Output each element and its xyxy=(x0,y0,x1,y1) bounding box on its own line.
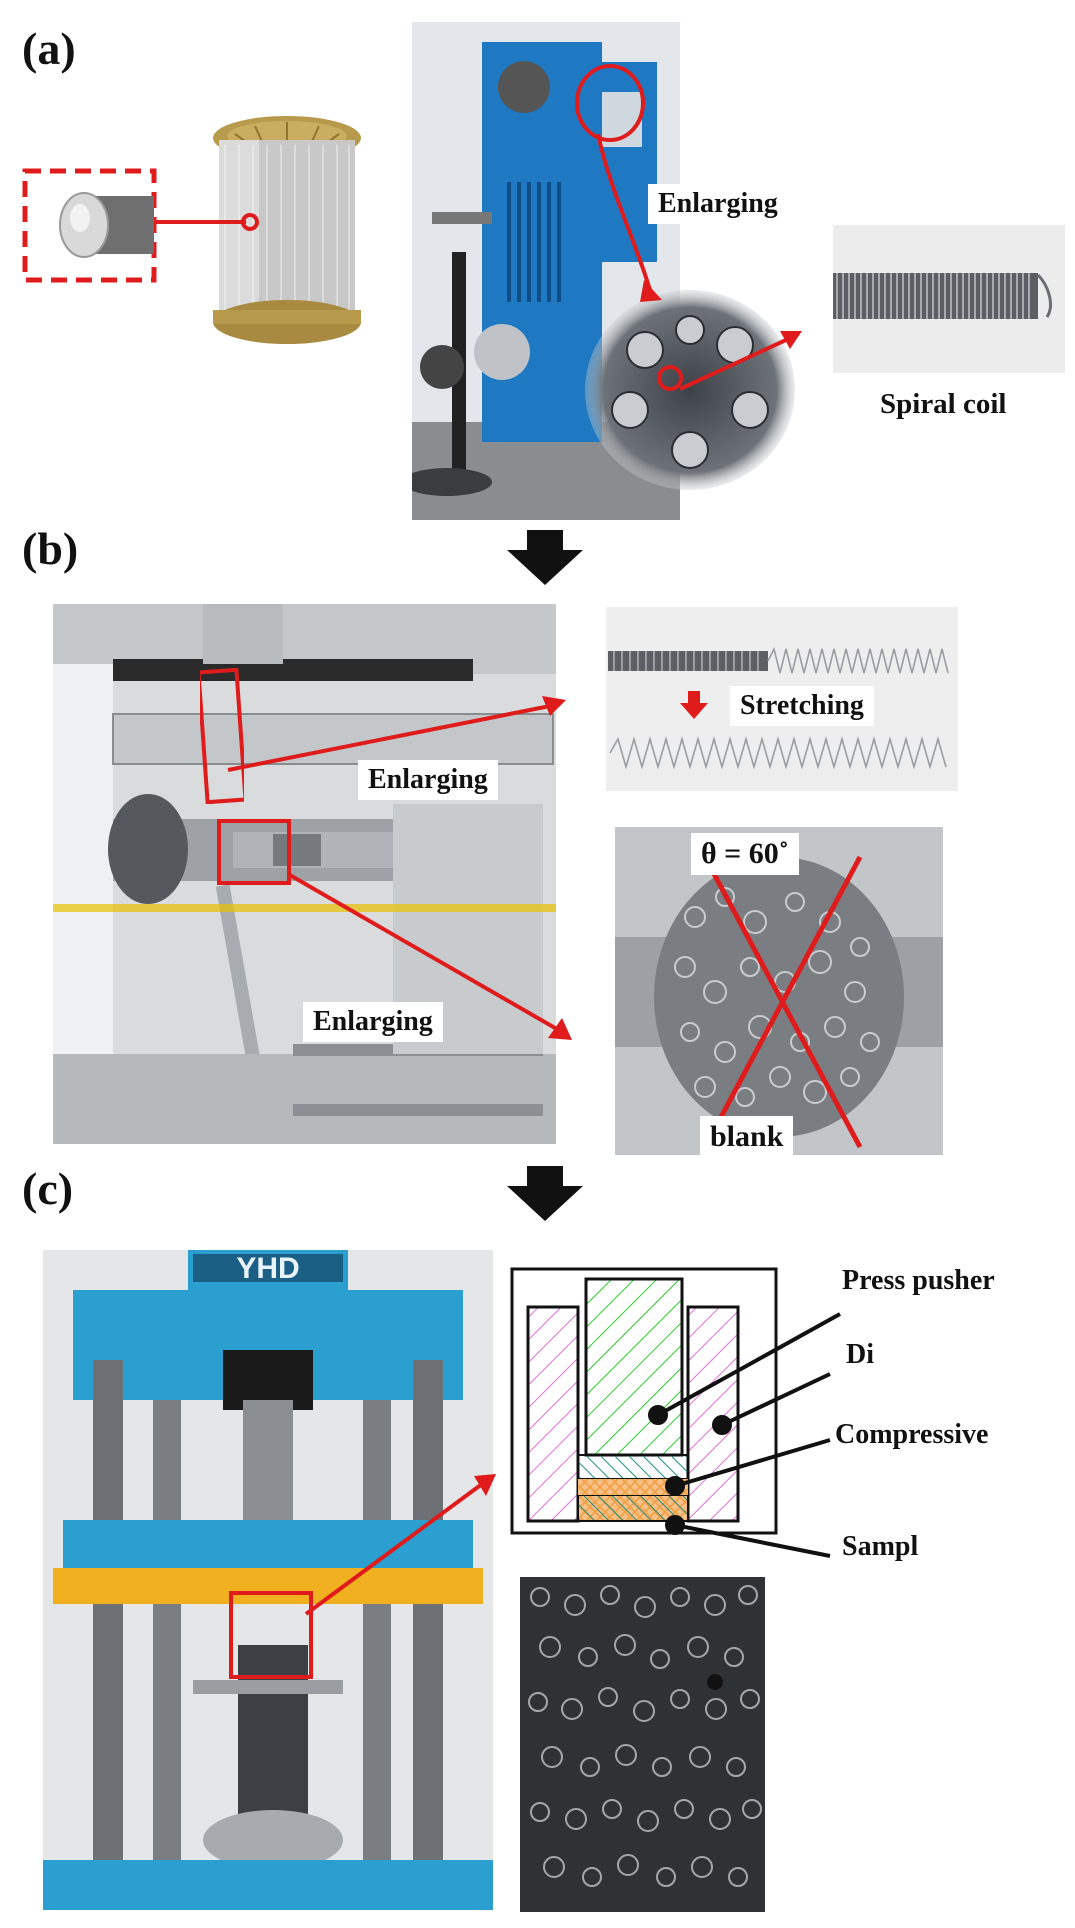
highlight-box-die xyxy=(229,1591,313,1679)
arrow-to-blank xyxy=(287,872,572,1040)
wire-end-closeup xyxy=(22,168,157,283)
coiler-tooling-zoom xyxy=(585,290,795,490)
panel-label-c: (c) xyxy=(22,1163,74,1214)
press-nameplate: YHD xyxy=(236,1252,299,1285)
spiral-coil-photo xyxy=(833,225,1065,373)
label-die: Di xyxy=(846,1339,874,1370)
sample-photo xyxy=(520,1577,765,1912)
label-blank: blank xyxy=(700,1116,794,1158)
label-enlarging-a: Enlarging xyxy=(648,184,788,224)
label-stretching: Stretching xyxy=(730,686,874,726)
flow-arrow-b-to-c xyxy=(507,1166,583,1221)
hydraulic-press-photo: YHD xyxy=(43,1250,493,1910)
arrow-to-spiral-coil xyxy=(679,331,802,391)
label-sample: Sampl xyxy=(842,1531,919,1562)
stretching-machine-photo xyxy=(53,604,556,1144)
arrow-to-stretching xyxy=(227,696,566,772)
arrow-zoom-tooling xyxy=(596,133,662,302)
label-compressive: Compressive xyxy=(835,1419,989,1450)
panel-label-a: (a) xyxy=(22,23,76,74)
blank-photo xyxy=(615,827,943,1155)
label-theta: θ = 60˚ xyxy=(691,833,799,875)
wire-spool-photo xyxy=(205,110,370,350)
label-enlarging-b-top: Enlarging xyxy=(358,760,498,800)
label-press-pusher: Press pusher xyxy=(842,1265,995,1296)
schematic-callouts xyxy=(648,1312,841,1558)
stretching-photo xyxy=(606,607,958,791)
panel-label-b: (b) xyxy=(22,523,79,574)
highlight-box-coil-feed xyxy=(200,668,244,804)
wire-connector-arrow xyxy=(154,213,259,231)
label-enlarging-b-bottom: Enlarging xyxy=(303,1002,443,1042)
label-spiral-coil: Spiral coil xyxy=(880,388,1007,420)
arrow-to-die-schematic xyxy=(304,1474,496,1616)
highlight-circle-coiler-head xyxy=(575,64,645,142)
highlight-box-blank-winding xyxy=(217,819,291,885)
flow-arrow-a-to-b xyxy=(507,530,583,585)
